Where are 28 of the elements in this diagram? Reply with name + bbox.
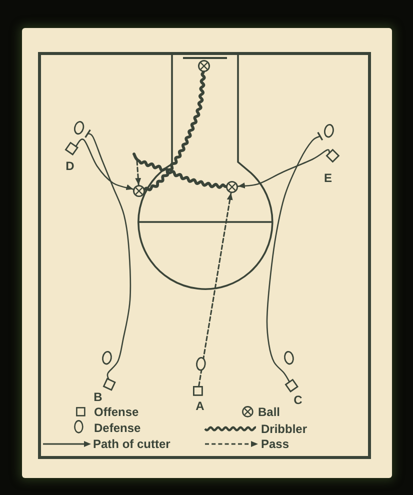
legend-label: Offense bbox=[94, 405, 139, 419]
offense-player-marker bbox=[285, 379, 299, 393]
screen-path bbox=[85, 128, 132, 380]
pass-arrow bbox=[135, 160, 142, 186]
offense-player-marker bbox=[193, 386, 203, 396]
screen-path bbox=[266, 131, 323, 382]
defense-player-marker bbox=[324, 124, 334, 138]
defense-player-marker bbox=[102, 351, 112, 365]
legend-label: Dribbler bbox=[261, 422, 308, 436]
legend-label: Ball bbox=[258, 405, 280, 419]
cutter-arrow bbox=[237, 149, 330, 189]
legend-label: Defense bbox=[94, 421, 141, 435]
offense-player-marker bbox=[65, 142, 79, 156]
dribble-path bbox=[143, 70, 206, 192]
defense-player-marker bbox=[284, 351, 294, 365]
cutter-arrow bbox=[75, 138, 134, 190]
legend-label: Path of cutter bbox=[93, 437, 170, 451]
player-letter: D bbox=[66, 159, 74, 173]
player-letter: C bbox=[294, 393, 302, 407]
legend-label: Pass bbox=[261, 437, 290, 451]
offense-player-marker bbox=[102, 378, 116, 390]
player-letter: E bbox=[324, 171, 332, 185]
defense-player-marker bbox=[74, 121, 84, 135]
dribble-path bbox=[132, 152, 228, 189]
defense-player-marker bbox=[196, 357, 206, 371]
pass-arrow bbox=[198, 192, 233, 387]
player-letter: B bbox=[94, 390, 102, 404]
player-letter: A bbox=[196, 399, 204, 413]
